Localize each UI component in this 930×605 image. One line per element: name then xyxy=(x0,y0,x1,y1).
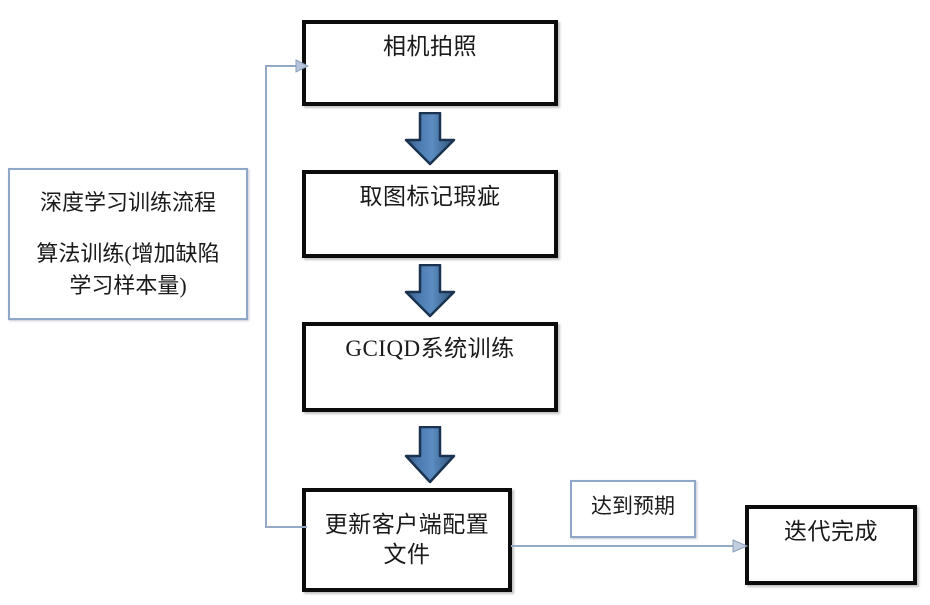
node-update-label: 更新客户端配置 文件 xyxy=(324,512,490,567)
expected-label-box: 达到预期 xyxy=(570,480,696,538)
node-capture[interactable]: 相机拍照 xyxy=(302,20,558,106)
connector-update-to-capture xyxy=(265,59,310,528)
block-arrow-train-to-update xyxy=(404,426,456,484)
node-done-label: 迭代完成 xyxy=(784,519,878,544)
node-annotate-label: 取图标记瑕疵 xyxy=(359,184,501,209)
node-done[interactable]: 迭代完成 xyxy=(745,505,917,585)
block-arrow-annotate-to-train xyxy=(404,264,456,318)
node-capture-label: 相机拍照 xyxy=(383,34,477,59)
sidebar-note-heading: 深度学习训练流程 xyxy=(39,190,216,215)
node-train[interactable]: GCIQD系统训练 xyxy=(302,322,558,412)
node-update[interactable]: 更新客户端配置 文件 xyxy=(302,488,512,592)
connector-update-to-done xyxy=(511,539,749,553)
sidebar-note-box: 深度学习训练流程 算法训练(增加缺陷 学习样本量) xyxy=(8,168,248,320)
node-annotate[interactable]: 取图标记瑕疵 xyxy=(302,170,558,258)
sidebar-note-body: 算法训练(增加缺陷 学习样本量) xyxy=(36,241,220,298)
node-train-label: GCIQD系统训练 xyxy=(345,336,515,361)
expected-label-text: 达到预期 xyxy=(591,494,675,518)
block-arrow-capture-to-annotate xyxy=(404,112,456,166)
